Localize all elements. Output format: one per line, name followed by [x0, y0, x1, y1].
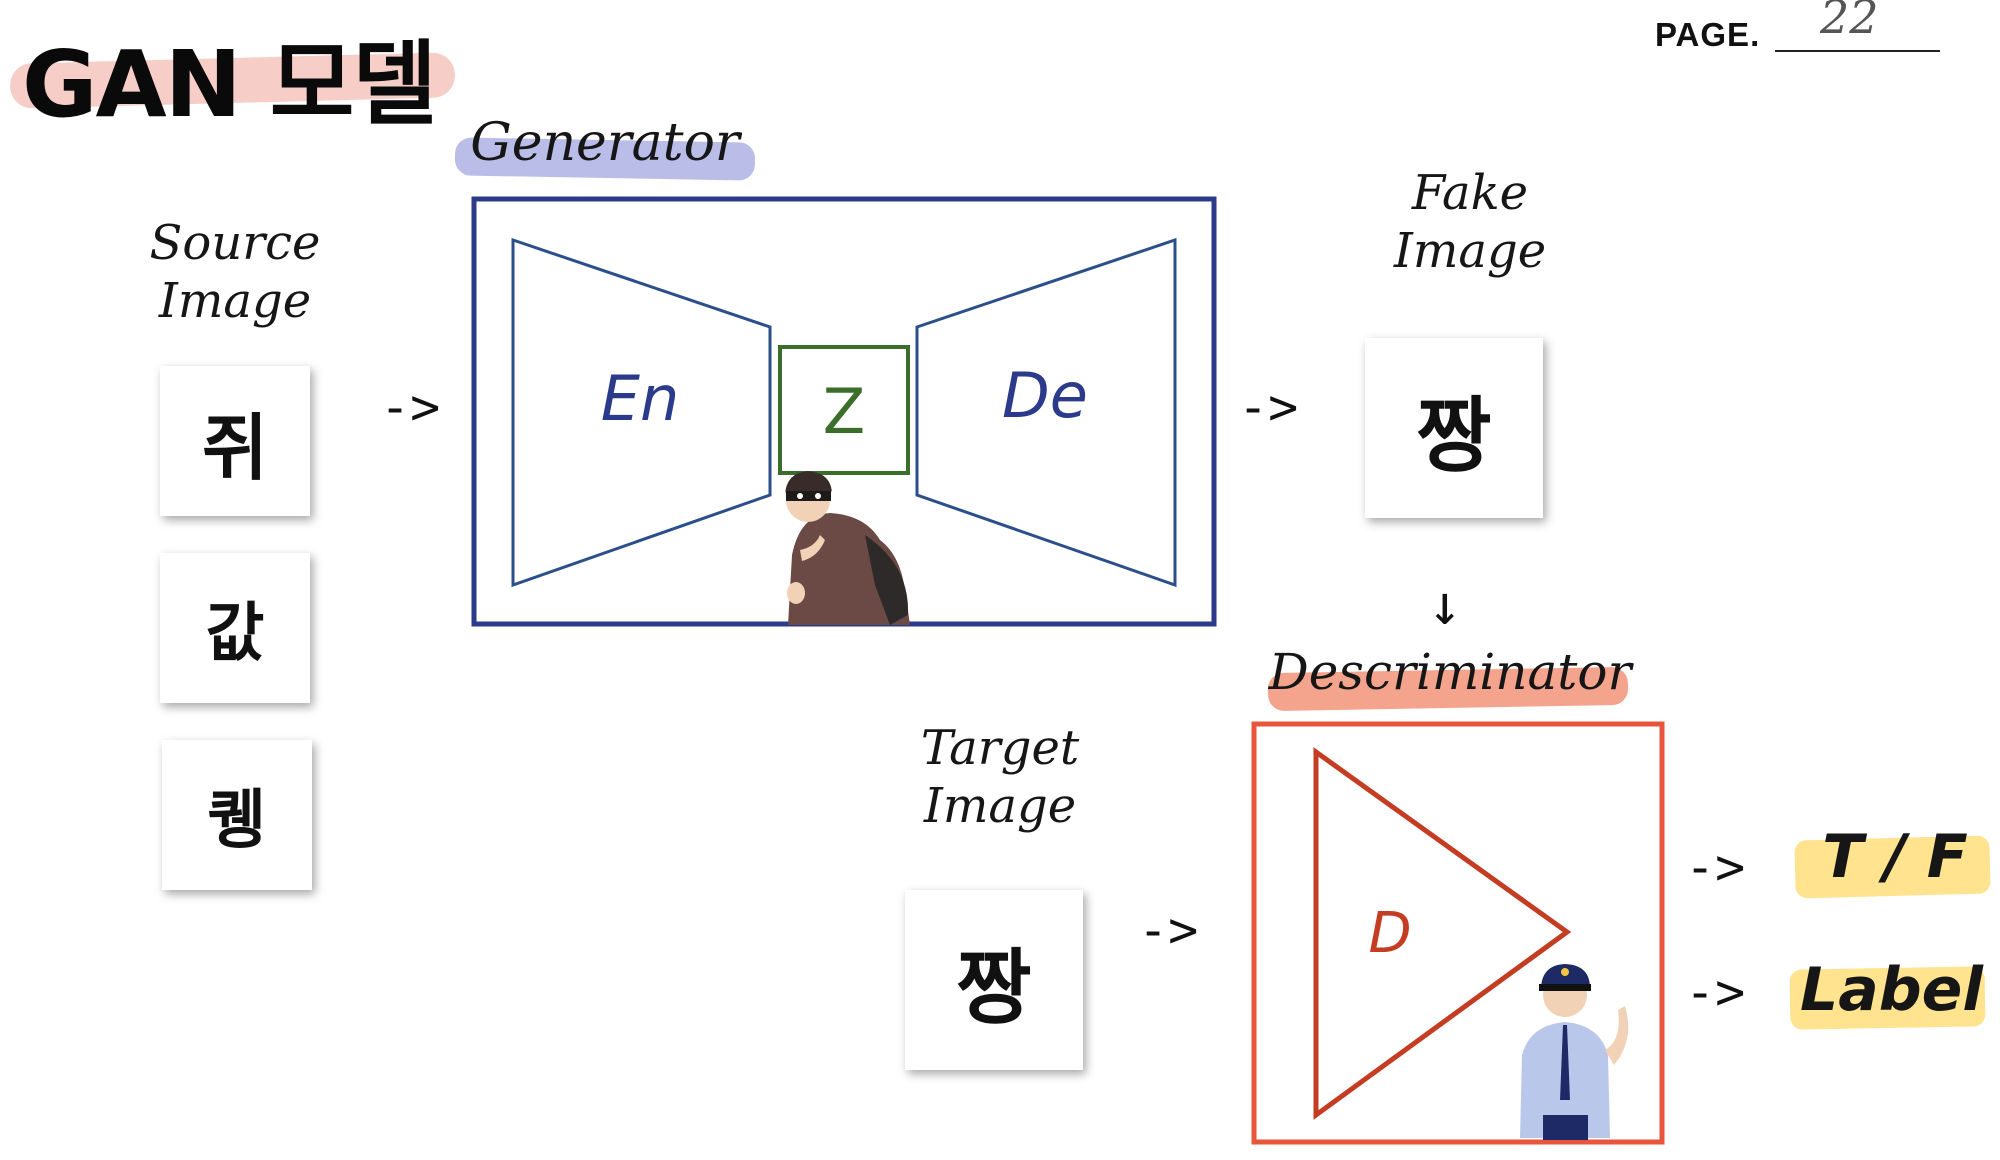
title-block: GAN 모델: [9, 10, 456, 138]
page-number-line: [1775, 50, 1940, 52]
discriminator-triangle: [1313, 747, 1572, 1120]
target-image-char: 짱: [956, 940, 1032, 1036]
target-label-line1: Target: [920, 720, 1080, 776]
source-card-1: 쥐: [160, 366, 310, 516]
thief-figure-icon: [785, 471, 910, 625]
arrow-to-tf: ->: [1685, 838, 1746, 896]
arrow-target-to-discriminator: ->: [1138, 901, 1199, 959]
tf-output: T / F: [1822, 822, 1968, 892]
fake-label-line2: Image: [1393, 222, 1547, 279]
label-output: Label: [1800, 955, 1983, 1025]
generator-label: Generator: [470, 113, 740, 173]
fake-image-char: 짱: [1416, 388, 1492, 484]
decoder-shape: [915, 237, 1177, 588]
decoder-label: De: [1002, 359, 1088, 432]
page-label: PAGE.: [1655, 16, 1761, 53]
page-title: GAN 모델: [22, 31, 437, 138]
source-label-line1: Source: [149, 215, 321, 271]
source-char-1: 쥐: [201, 405, 269, 490]
discriminator-symbol: D: [1368, 901, 1411, 966]
fake-label-line1: Fake: [1411, 165, 1529, 221]
fake-image-card: 짱: [1365, 338, 1543, 518]
arrow-fake-to-discriminator: ↓: [1428, 573, 1462, 638]
source-card-3: 퀭: [162, 740, 312, 890]
arrow-to-label: ->: [1685, 963, 1746, 1021]
target-image-label: Target Image: [880, 720, 1120, 835]
arrow-source-to-generator: ->: [380, 378, 441, 436]
arrow-generator-to-fake: ->: [1238, 378, 1299, 436]
discriminator-diagram: D: [1251, 721, 1665, 1145]
police-officer-figure-icon: [1520, 964, 1629, 1140]
target-image-card: 짱: [905, 890, 1083, 1070]
source-char-3: 퀭: [207, 784, 267, 858]
source-label-line2: Image: [158, 272, 312, 329]
generator-diagram: En Z De: [471, 196, 1217, 627]
source-image-label: Source Image: [130, 215, 340, 330]
latent-box: [778, 345, 910, 475]
encoder-label: En: [601, 362, 679, 435]
source-char-2: 값: [205, 597, 265, 671]
discriminator-label: Descriminator: [1268, 643, 1632, 701]
discriminator-frame: [1251, 721, 1665, 1145]
latent-label: Z: [823, 375, 865, 448]
target-label-line2: Image: [923, 777, 1077, 834]
page-number: 22: [1820, 0, 1879, 44]
source-card-2: 값: [160, 553, 310, 703]
encoder-shape: [511, 237, 772, 588]
fake-image-label: Fake Image: [1370, 165, 1570, 280]
